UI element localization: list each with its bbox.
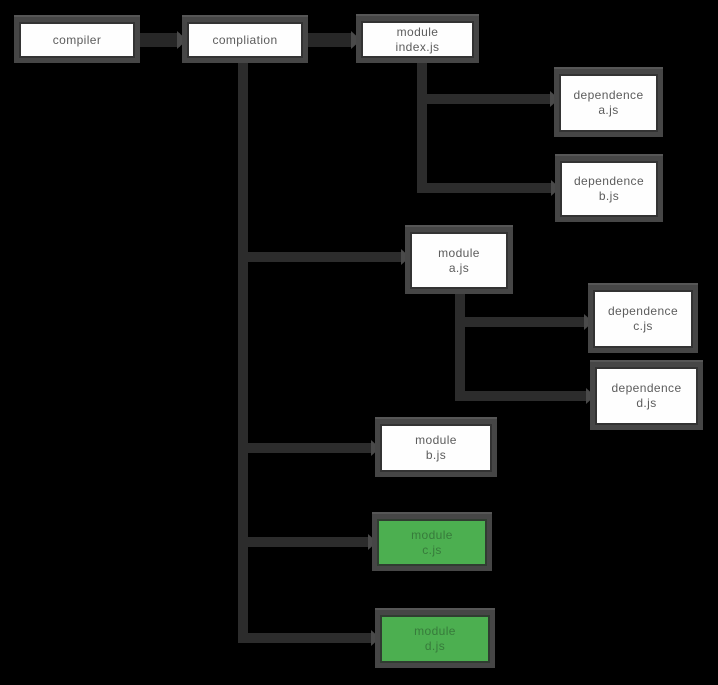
node-module-c-label-line1: module — [411, 527, 453, 542]
node-dependence-b-label-line1: dependence — [573, 174, 645, 188]
arrowhead-dependence-d — [586, 388, 595, 404]
node-dependence-c-label-line2: c.js — [633, 319, 653, 333]
edge-compliation-trunk — [238, 56, 248, 643]
node-module-index-label-line1: module — [396, 24, 439, 39]
arrowhead-dependence-b — [551, 180, 560, 196]
edge-module-index-trunk — [417, 56, 427, 193]
edge-compliation-to-module-d — [238, 633, 372, 643]
node-dependence-d-label-line1: dependence — [611, 381, 682, 395]
node-dependence-a-label-line2: a.js — [598, 103, 619, 117]
edge-compiler-to-compliation — [135, 33, 180, 47]
arrowhead-module-b — [371, 440, 380, 456]
node-module-d-label-line1: module — [414, 624, 456, 638]
arrowhead-module-index — [351, 31, 361, 49]
node-compliation: compliation — [187, 22, 303, 58]
node-module-a: module a.js — [410, 232, 508, 289]
node-dependence-a-label-line1: dependence — [573, 88, 644, 102]
node-module-b: module b.js — [380, 424, 492, 472]
arrowhead-compliation — [177, 31, 187, 49]
node-module-a-label-line1: module — [438, 245, 480, 260]
node-compiler-label: compiler — [52, 32, 102, 47]
edge-module-a-trunk — [455, 287, 465, 401]
node-dependence-c-label-line1: dependence — [607, 304, 679, 318]
edge-module-a-to-dependence-c — [455, 317, 585, 327]
node-dependence-a: dependence a.js — [559, 74, 658, 132]
edge-module-index-to-dependence-a — [417, 94, 551, 104]
node-module-index: module index.js — [361, 21, 474, 58]
node-module-c-label-line2: c.js — [422, 542, 442, 557]
node-module-d: module d.js — [380, 615, 490, 663]
edge-compliation-to-module-index — [303, 33, 352, 47]
node-module-b-label-line1: module — [415, 433, 457, 447]
arrowhead-module-d — [371, 630, 380, 646]
node-module-c: module c.js — [377, 519, 487, 566]
node-dependence-b-label-line2: b.js — [598, 189, 620, 203]
arrowhead-dependence-a — [550, 91, 559, 107]
node-dependence-d: dependence d.js — [595, 367, 698, 425]
node-module-b-label-line2: b.js — [425, 448, 447, 462]
arrowhead-module-c — [368, 534, 377, 550]
node-module-d-label-line2: d.js — [424, 639, 446, 653]
edge-compliation-to-module-c — [238, 537, 369, 547]
node-dependence-c: dependence c.js — [593, 290, 693, 348]
node-compliation-label: compliation — [212, 32, 278, 47]
arrowhead-dependence-c — [584, 314, 593, 330]
edge-module-a-to-dependence-d — [455, 391, 587, 401]
node-dependence-d-label-line2: d.js — [636, 396, 657, 410]
node-module-index-label-line2: index.js — [395, 39, 440, 54]
node-compiler: compiler — [19, 22, 135, 58]
node-dependence-b: dependence b.js — [560, 161, 658, 217]
node-module-a-label-line2: a.js — [448, 260, 470, 275]
edge-module-index-to-dependence-b — [417, 183, 552, 193]
arrowhead-module-a — [401, 249, 410, 265]
edge-compliation-to-module-a — [238, 252, 402, 262]
edge-compliation-to-module-b — [238, 443, 372, 453]
